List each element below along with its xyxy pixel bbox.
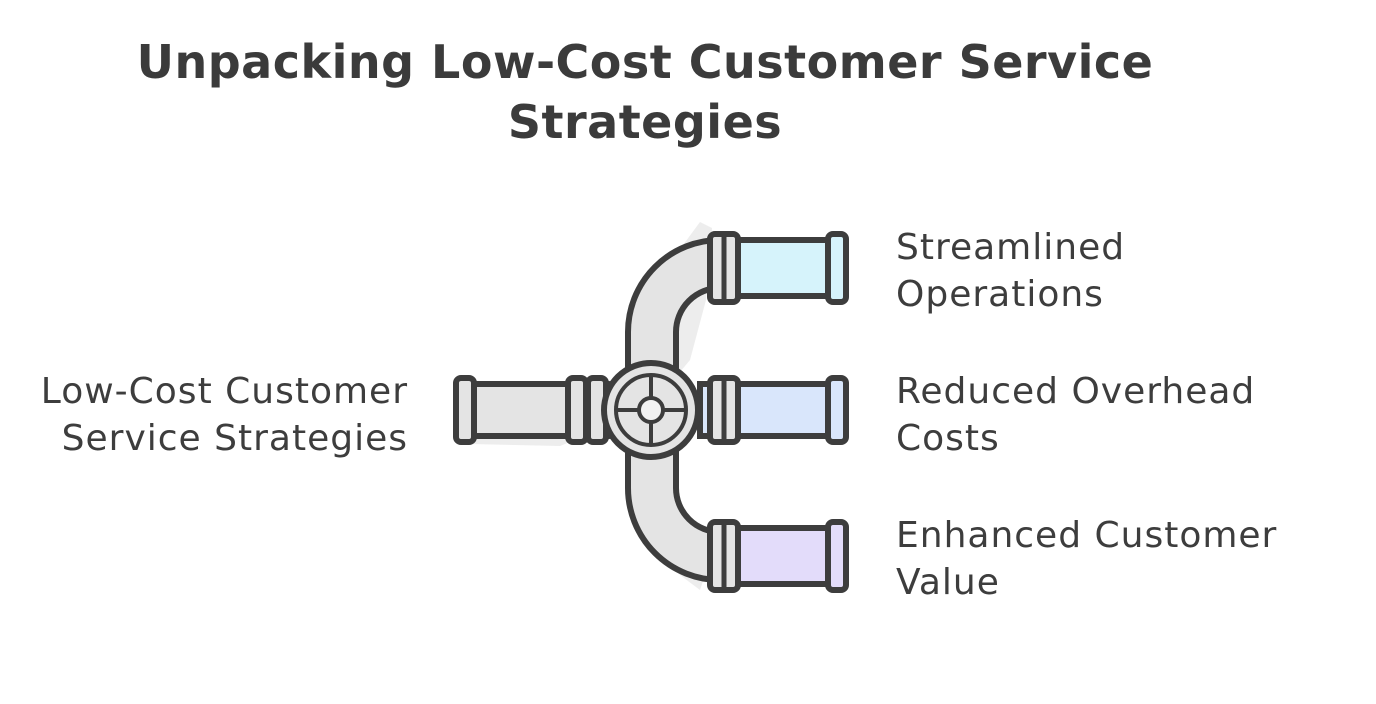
output-label-streamlined-operations: Streamlined Operations — [896, 224, 1356, 318]
output-label-line-2: Operations — [896, 274, 1104, 315]
source-label-line-2: Service Strategies — [61, 418, 408, 459]
output-pipe-streamlined — [707, 231, 849, 305]
output-label-line-2: Value — [896, 562, 1000, 603]
elbow-pipes — [625, 237, 723, 583]
output-label-reduced-overhead-costs: Reduced Overhead Costs — [896, 368, 1356, 462]
output-label-line-1: Streamlined — [896, 227, 1126, 268]
output-label-line-1: Enhanced Customer — [896, 515, 1278, 556]
source-label-line-1: Low-Cost Customer — [40, 371, 408, 412]
title-line-2: Strategies — [507, 95, 783, 149]
upper-elbow-pipe — [625, 237, 723, 393]
input-pipe — [453, 375, 615, 445]
page-title: Unpacking Low-Cost Customer Service Stra… — [110, 32, 1180, 152]
source-label: Low-Cost Customer Service Strategies — [20, 368, 408, 462]
title-line-1: Unpacking Low-Cost Customer Service — [136, 35, 1154, 89]
output-label-enhanced-customer-value: Enhanced Customer Value — [896, 512, 1356, 606]
output-pipe-overhead — [697, 375, 849, 445]
lower-elbow-pipe — [625, 427, 723, 583]
output-label-line-1: Reduced Overhead — [896, 371, 1256, 412]
valve-wheel-icon — [601, 360, 701, 460]
output-label-line-2: Costs — [896, 418, 1000, 459]
output-pipe-value — [707, 519, 849, 593]
